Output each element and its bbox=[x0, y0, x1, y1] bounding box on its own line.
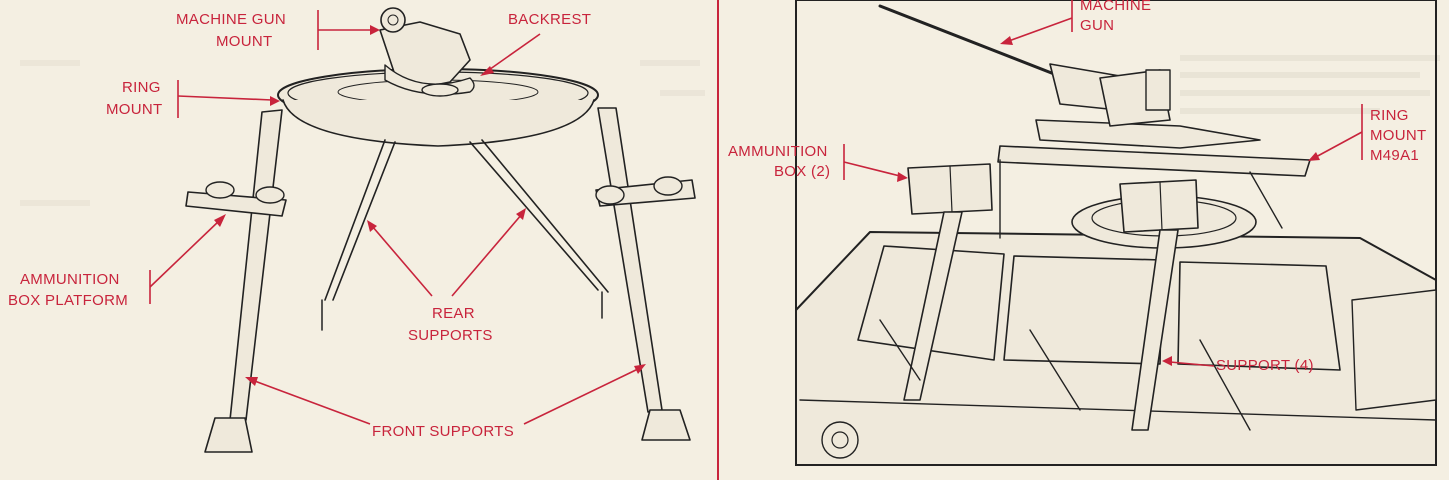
label-machine-gun: MACHINE GUN bbox=[1000, 0, 1151, 45]
label-ammunition-box: AMMUNITION BOX (2) bbox=[728, 143, 908, 182]
label-text: BACKREST bbox=[508, 11, 591, 28]
label-text: FRONT SUPPORTS bbox=[372, 423, 514, 440]
label-text: MACHINE bbox=[1080, 0, 1151, 14]
label-text: RING bbox=[1370, 107, 1409, 124]
label-text: BOX (2) bbox=[774, 163, 830, 180]
label-text: BOX PLATFORM bbox=[8, 292, 128, 309]
label-ring-mount-left: RING MOUNT bbox=[106, 79, 280, 118]
label-text: MOUNT bbox=[216, 33, 273, 50]
bleed-through-text bbox=[20, 55, 1440, 206]
label-text: AMMUNITION bbox=[728, 143, 828, 160]
label-text: MOUNT bbox=[1370, 127, 1427, 144]
label-support: SUPPORT (4) bbox=[1162, 356, 1314, 374]
label-rear-supports: REAR SUPPORTS bbox=[367, 208, 526, 344]
label-text: REAR bbox=[432, 305, 475, 322]
label-ring-mount-right: RING MOUNT M49A1 bbox=[1308, 104, 1427, 164]
label-text: MOUNT bbox=[106, 101, 163, 118]
label-text: SUPPORTS bbox=[408, 327, 493, 344]
label-text: AMMUNITION bbox=[20, 271, 120, 288]
vehicle-mount-illustration bbox=[795, 0, 1437, 466]
label-text: GUN bbox=[1080, 17, 1114, 34]
label-machine-gun-mount: MACHINE GUN MOUNT bbox=[176, 10, 380, 50]
label-backrest: BACKREST bbox=[480, 11, 591, 76]
label-text: RING bbox=[122, 79, 161, 96]
label-text: MACHINE GUN bbox=[176, 11, 286, 28]
label-front-supports: FRONT SUPPORTS bbox=[245, 364, 646, 440]
ring-mount-illustration bbox=[185, 7, 696, 453]
label-text: SUPPORT (4) bbox=[1216, 357, 1314, 374]
label-ammunition-box-platform: AMMUNITION BOX PLATFORM bbox=[8, 214, 226, 309]
label-text: M49A1 bbox=[1370, 147, 1419, 164]
